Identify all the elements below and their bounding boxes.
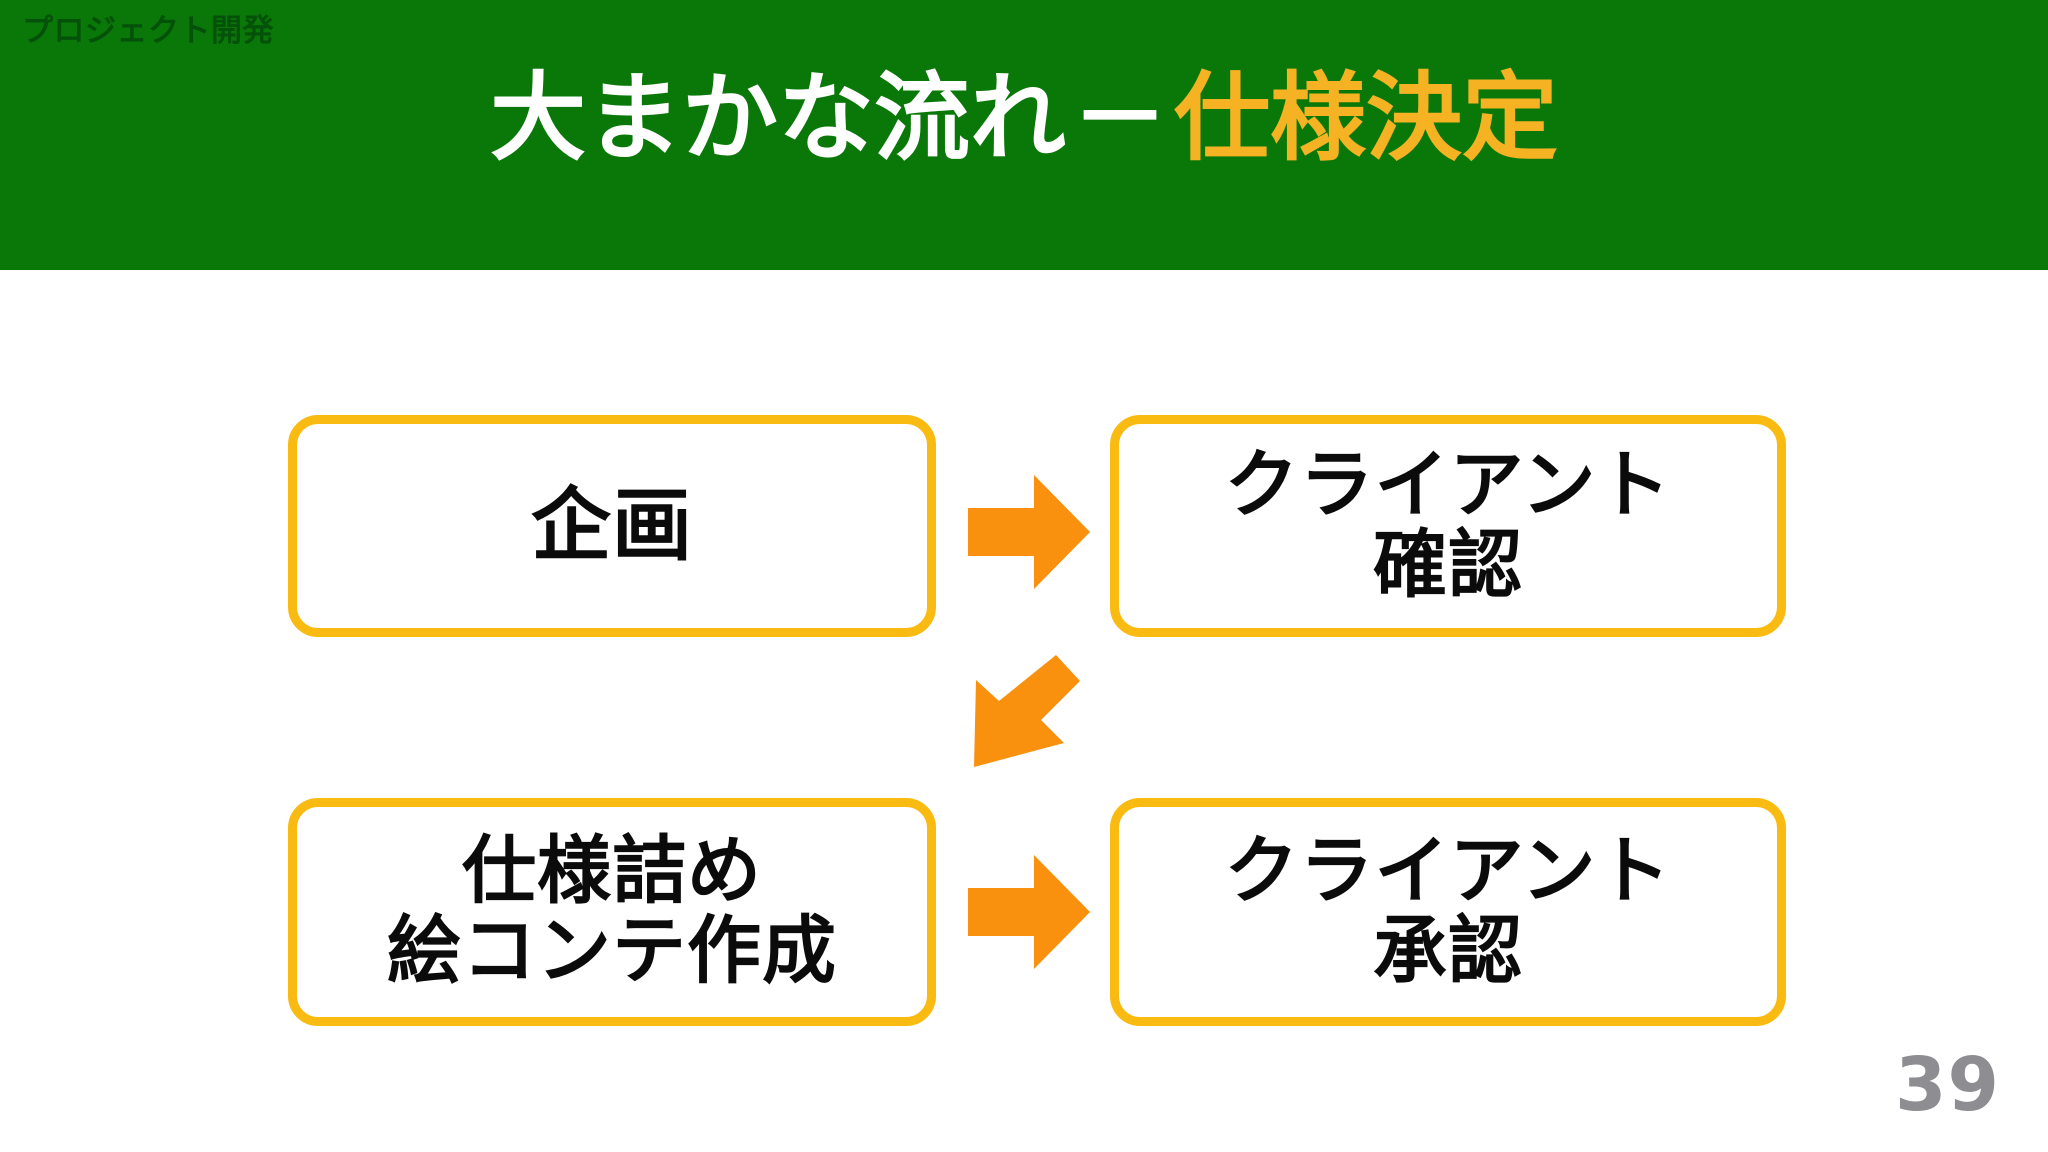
- flow-box-spec-storyboard-label: 仕様詰め 絵コンテ作成: [387, 828, 837, 994]
- flow-box-client-confirmation-label: クライアント 確認: [1224, 442, 1672, 608]
- page-title-main: 大まかな流れ: [490, 62, 1066, 174]
- flow-box-planning[interactable]: 企画: [288, 415, 936, 637]
- flow-box-planning-label: 企画: [531, 478, 693, 572]
- page-title-dash: －: [1072, 62, 1168, 174]
- flow-box-client-approval[interactable]: クライアント 承認: [1110, 798, 1786, 1026]
- arrow-right-icon: [968, 475, 1090, 589]
- arrow-right-icon: [968, 855, 1090, 969]
- flow-box-client-confirmation[interactable]: クライアント 確認: [1110, 415, 1786, 637]
- page-title: 大まかな流れ－仕様決定: [0, 58, 2048, 178]
- page-title-accent: 仕様決定: [1174, 62, 1558, 174]
- flow-box-client-approval-label: クライアント 承認: [1224, 828, 1672, 994]
- header-band: プロジェクト開発 大まかな流れ－仕様決定: [0, 0, 2048, 270]
- arrow-down-left-icon: [972, 655, 1080, 767]
- eyebrow-label: プロジェクト開発: [22, 13, 274, 49]
- page-number: 39: [1895, 1042, 2000, 1128]
- flow-box-spec-storyboard[interactable]: 仕様詰め 絵コンテ作成: [288, 798, 936, 1026]
